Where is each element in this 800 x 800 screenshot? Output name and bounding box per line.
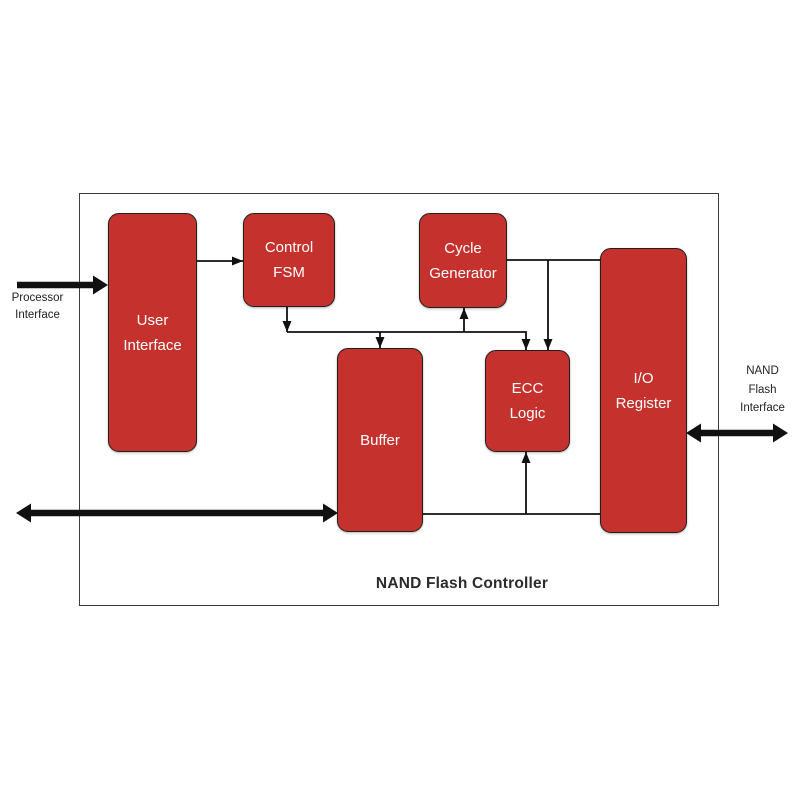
- block-buffer: Buffer: [337, 348, 423, 532]
- block-user-interface-label-line1: User: [136, 311, 169, 329]
- nand-arrowhead-left: [686, 423, 701, 443]
- processor-interface-label-line2: Interface: [15, 309, 60, 321]
- block-ecc-logic: ECC Logic: [485, 350, 570, 452]
- block-io-register: I/O Register: [600, 248, 687, 533]
- nand-flash-interface-label: NAND Flash Interface: [730, 362, 795, 418]
- external-data-bus-arrow: [16, 503, 338, 523]
- data-bus-arrowhead-right: [323, 503, 338, 523]
- block-io-register-label-line1: I/O: [633, 369, 654, 387]
- block-control-fsm: Control FSM: [243, 213, 335, 307]
- nand-arrowhead-right: [773, 423, 788, 443]
- diagram-title: NAND Flash Controller: [375, 575, 549, 592]
- block-control-fsm-label-line2: FSM: [273, 264, 305, 281]
- block-ecc-logic-label-line2: Logic: [509, 405, 546, 422]
- processor-arrowhead-right: [93, 275, 108, 295]
- nand-flash-interface-arrow: [686, 423, 788, 443]
- block-cycle-generator-label-line1: Cycle: [444, 239, 482, 257]
- block-user-interface-label-line2: Interface: [123, 336, 182, 354]
- processor-interface-arrow: [17, 275, 108, 295]
- block-buffer-label: Buffer: [360, 431, 400, 449]
- processor-interface-label: Processor Interface: [5, 290, 70, 324]
- nand-flash-interface-label-line2: Flash: [748, 383, 777, 396]
- block-control-fsm-label-line1: Control: [264, 239, 314, 256]
- nand-flash-interface-label-line1: NAND: [746, 365, 779, 377]
- controller-boundary-box: [79, 193, 719, 606]
- block-cycle-generator: Cycle Generator: [419, 213, 507, 308]
- processor-interface-label-line1: Processor: [11, 292, 64, 304]
- wire-control-bus-to-ecc: [287, 331, 531, 350]
- block-user-interface: User Interface: [108, 213, 197, 452]
- block-ecc-logic-label-line1: ECC: [511, 380, 544, 397]
- block-io-register-label-line2: Register: [615, 394, 672, 412]
- block-cycle-generator-label-line2: Generator: [429, 264, 497, 282]
- data-bus-arrowhead-left: [16, 503, 31, 523]
- nand-flash-interface-label-line3: Interface: [740, 402, 785, 414]
